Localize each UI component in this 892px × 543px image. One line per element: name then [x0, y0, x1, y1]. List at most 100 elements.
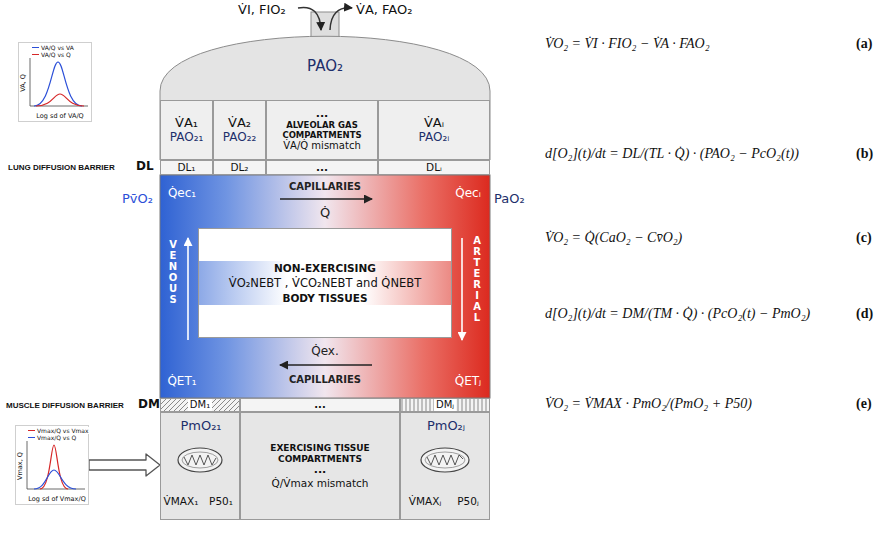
node-text: DM₁: [188, 399, 212, 411]
equation-tag: (a): [856, 36, 872, 52]
mitochondrion: [178, 448, 222, 472]
equation: V̇O₂ = V̇I · FIO₂ − V̇A · FAO₂: [545, 36, 710, 52]
lung-barrier-cell: ...: [266, 160, 378, 175]
circulation-loop: Q̇ec₁CAPILLARIESQ̇ecᵢQ̇VENOUSARTERIALQ̇e…: [160, 175, 490, 398]
node-text: V̇MAXⱼ: [409, 495, 441, 507]
equation-tag: (c): [856, 230, 872, 246]
compartment-ground: [160, 412, 240, 520]
legend-entry: Vmax/Q vs Vmax: [28, 427, 89, 434]
barrier-label: LUNG DIFFUSION BARRIER: [8, 163, 115, 172]
node-text: ...: [316, 162, 328, 173]
node-text: Q̇ET₁: [167, 375, 196, 389]
flow-arrow: [280, 364, 372, 366]
node-text: V̇MAX₁: [164, 495, 199, 507]
node-text: Log sd of VA/Q: [36, 113, 83, 120]
chart-axes: [27, 441, 85, 489]
flow-label: V̇I, FIO₂: [238, 3, 286, 18]
node-text: Log sd of Vmax/Q: [28, 496, 86, 503]
venous-arrow: [187, 238, 189, 340]
flow-label: V̇A, FAO₂: [356, 3, 412, 18]
alveolar-dome: PAO₂V̇A₁PAO₂₁V̇A₂PAO₂₂...ALVEOLAR GAS CO…: [160, 36, 490, 160]
mitochondrion-cristae: [427, 455, 463, 465]
mitochondrion-outer: [421, 448, 469, 472]
node-text: PmO₂₁: [180, 419, 221, 434]
node-text: VENOUS: [168, 239, 178, 305]
tissue-box: NON-EXERCISINGV̇O₂NEBT , V̇CO₂NEBT and Q…: [198, 228, 452, 338]
equation-tag: (b): [856, 146, 873, 162]
node-text: Q̇/V̇max mismatch: [271, 477, 368, 489]
node-text: PmO₂ⱼ: [427, 419, 465, 434]
barrier-hatch: [160, 398, 240, 412]
alveolar-compartment: V̇A₁PAO₂₁: [160, 100, 213, 160]
mitochondrion-inner: [182, 452, 218, 468]
node-text: ...: [314, 464, 327, 477]
legend-swatch: [32, 54, 39, 55]
muscle-compartment: PmO₂₁ V̇MAX₁ P50₁: [160, 412, 240, 520]
node-text: ...: [314, 400, 325, 410]
node-text: V̇A/Q̇ mismatch: [283, 140, 360, 152]
node-text: V̇O₂NEBT , V̇CO₂NEBT and Q̇NEBT: [229, 274, 421, 292]
chart-curve: [36, 94, 84, 106]
muscle-compartment: PmO₂ⱼV̇MAXⱼ P50ⱼ: [400, 412, 490, 520]
alveolar-compartment: ...ALVEOLAR GAS COMPARTMENTSV̇A/Q̇ misma…: [266, 100, 378, 160]
dome-shape: [160, 36, 490, 160]
inset-chart: [30, 58, 88, 106]
node-text: Q̇ex.: [311, 345, 339, 359]
node-text: ALVEOLAR GAS COMPARTMENTS: [270, 121, 374, 141]
legend-text: Vmax/Q vs Q: [37, 434, 76, 441]
legend-entry: VA/Q vs VA: [32, 44, 74, 51]
mitochondrion: [421, 448, 469, 472]
equation: d[O₂](t)/dt = DL/(TL · Q̇) · (PAO₂ − PcO…: [545, 146, 799, 162]
node-text: PAO₂₂: [223, 131, 257, 145]
node-text: PAO₂ᵢ: [419, 131, 450, 145]
mitochondrion-cristae: [184, 455, 216, 465]
node-text: PAO₂₁: [170, 131, 204, 145]
mitochondrion-outer: [178, 448, 222, 472]
node-text: P50ⱼ: [457, 495, 479, 507]
legend-swatch: [28, 430, 35, 431]
equation: V̇O₂ = Q̇(CaO₂ − Cv̄O₂): [545, 230, 682, 246]
node-text: Vmax, Q: [17, 452, 24, 480]
block-arrow: [89, 454, 160, 476]
chart-curve: [34, 470, 76, 489]
node-text: DLᵢ: [426, 161, 442, 174]
node-text: ARTERIAL: [472, 235, 482, 323]
legend-swatch: [28, 437, 35, 438]
alveolar-compartment: V̇AᵢPAO₂ᵢ: [378, 100, 490, 160]
node-text: V̇Aᵢ: [424, 116, 444, 131]
legend-text: Vmax/Q vs Vmax: [37, 427, 89, 434]
barrier-label: MUSCLE DIFFUSION BARRIER: [6, 401, 124, 410]
legend-entry: VA/Q vs Q: [32, 51, 71, 58]
pressure-label: PaO₂: [494, 192, 525, 207]
node-text: CAPILLARIES: [289, 181, 361, 193]
inflow-arrow: [298, 7, 321, 30]
legend-entry: Vmax/Q vs Q: [28, 434, 76, 441]
chart-curve: [34, 62, 82, 106]
barrier-symbol: DM: [138, 398, 160, 412]
node-text: V̇A₁: [175, 116, 198, 131]
node-text: V̇A₂: [228, 116, 251, 131]
node-text: DL₂: [230, 161, 248, 174]
outflow-arrow: [330, 8, 352, 30]
equation: V̇O₂ = V̇MAX · PmO₂/(PmO₂ + P50): [545, 396, 752, 412]
node-text: ...: [316, 108, 329, 121]
legend-swatch: [32, 47, 39, 48]
node-text: DL₁: [177, 161, 195, 174]
node-text: Q̇ec₁: [168, 187, 196, 201]
muscle-barrier-cell: DMⱼ: [400, 398, 490, 412]
legend-text: VA/Q vs VA: [41, 44, 74, 51]
node-text: Q̇: [320, 206, 330, 221]
alveolar-compartment: V̇A₂PAO₂₂: [213, 100, 266, 160]
node-text: NON-EXERCISING: [274, 262, 376, 274]
flow-arrow: [280, 198, 372, 200]
node-text: P50₁: [209, 495, 233, 507]
equation-tag: (e): [856, 396, 872, 412]
node-text: EXERCISING TISSUE COMPARTMENTS: [244, 443, 396, 464]
node-text: CAPILLARIES: [289, 374, 361, 386]
mitochondrion-inner: [425, 452, 465, 468]
arterial-arrow: [461, 238, 463, 340]
muscle-barrier-cell: ...: [240, 398, 400, 412]
chart-axes: [30, 58, 88, 106]
muscle-compartment: EXERCISING TISSUE COMPARTMENTS...Q̇/V̇ma…: [240, 412, 400, 520]
